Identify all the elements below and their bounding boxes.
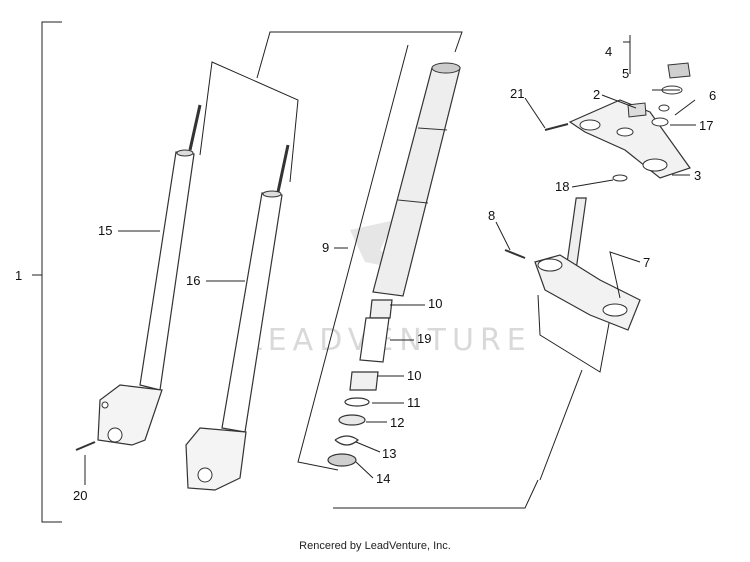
- callout-19: 19: [417, 331, 431, 346]
- pinch-bolt: [504, 249, 526, 259]
- callout-18: 18: [555, 179, 569, 194]
- seal-bushing-stack: [327, 299, 393, 467]
- dust-seal: [327, 453, 357, 467]
- callout-1: 1: [15, 268, 22, 283]
- lower-triple-clamp: [504, 197, 641, 331]
- callout-16: 16: [186, 273, 200, 288]
- callout-9: 9: [322, 240, 329, 255]
- axle-pinch-bolt: [75, 441, 96, 451]
- watermark-text: LEADVENTURE: [245, 323, 532, 358]
- callout-20: 20: [73, 488, 87, 503]
- callout-6: 6: [709, 88, 716, 103]
- callout-7: 7: [643, 255, 650, 270]
- callout-11: 11: [407, 395, 421, 410]
- callout-10-lower: 10: [407, 368, 421, 383]
- upper-triple-clamp: [544, 62, 691, 182]
- cap-bolt: [667, 62, 691, 79]
- bushing-upper: [369, 299, 393, 319]
- steering-nut: [627, 102, 647, 118]
- callout-8: 8: [488, 208, 495, 223]
- fork-inner-tube: [372, 62, 461, 297]
- callout-12: 12: [390, 415, 404, 430]
- callout-4: 4: [605, 44, 612, 59]
- fork-leg-left: [97, 104, 202, 446]
- bushing-lower: [349, 371, 379, 391]
- callouts: 1 2 3 4 5 6 7 8 9 10 19 10 11 12 13 14 1…: [15, 44, 716, 503]
- watermark-logo-mark: [350, 220, 405, 270]
- callout-13: 13: [382, 446, 396, 461]
- washer: [344, 397, 370, 407]
- spacer-tube: [359, 317, 390, 363]
- callout-15: 15: [98, 223, 112, 238]
- callout-2: 2: [593, 87, 600, 102]
- fork-leg-right: [185, 144, 290, 491]
- callout-21: 21: [510, 86, 524, 101]
- render-credit-caption: Rencered by LeadVenture, Inc.: [299, 540, 451, 552]
- leader-lines: [84, 35, 696, 485]
- clamp-bolt: [544, 123, 569, 131]
- callout-3: 3: [694, 168, 701, 183]
- fork-tubes-bracket: [199, 31, 611, 509]
- callout-17: 17: [699, 118, 713, 133]
- callout-10-upper: 10: [428, 296, 442, 311]
- callout-14: 14: [376, 471, 390, 486]
- clip: [334, 435, 359, 446]
- assembly-bracket: [41, 21, 62, 523]
- oil-seal: [338, 414, 366, 426]
- callout-5: 5: [622, 66, 629, 81]
